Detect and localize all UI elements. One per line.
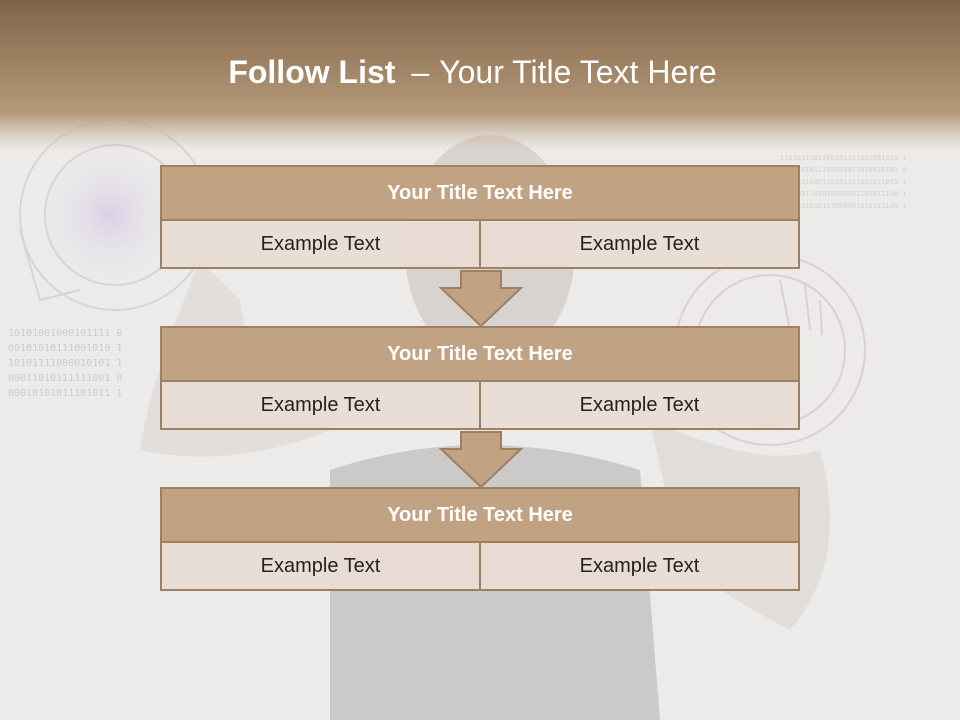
slide-title-dash: – xyxy=(411,54,430,90)
block-cell-left[interactable]: Example Text xyxy=(160,541,481,591)
down-arrow-icon xyxy=(439,431,523,489)
list-block-3: Your Title Text Here Example Text Exampl… xyxy=(160,487,800,591)
binary-line: 00011010111111001 0 xyxy=(8,373,122,384)
block-row: Example Text Example Text xyxy=(160,380,800,430)
block-cell-left[interactable]: Example Text xyxy=(160,219,481,269)
block-row: Example Text Example Text xyxy=(160,541,800,591)
binary-line: 1011101000110101101001011001 1 xyxy=(780,178,906,186)
binary-line: 10101001000101111 0 xyxy=(8,328,122,339)
block-title[interactable]: Your Title Text Here xyxy=(160,165,800,221)
block-title[interactable]: Your Title Text Here xyxy=(160,326,800,382)
slide-title-rest: Your Title Text Here xyxy=(439,54,717,90)
block-cell-right[interactable]: Example Text xyxy=(479,380,800,430)
block-cell-right[interactable]: Example Text xyxy=(479,219,800,269)
binary-line: 10101111000010101 1 xyxy=(8,358,122,369)
binary-line: 00010101011101011 1 xyxy=(8,388,122,399)
header-band xyxy=(0,0,960,150)
list-block-2: Your Title Text Here Example Text Exampl… xyxy=(160,326,800,430)
binary-line: 00101010111001010 1 xyxy=(8,343,122,354)
block-cell-right[interactable]: Example Text xyxy=(479,541,800,591)
binary-line: 0010101011100101011010010101 0 xyxy=(780,166,906,174)
binary-line: 1011011101010100101101011110 1 xyxy=(780,190,906,198)
binary-line: 0011101010101000001010111100 1 xyxy=(780,202,906,210)
binary-line: 1101011101100101101001001010 1 xyxy=(780,154,906,162)
block-row: Example Text Example Text xyxy=(160,219,800,269)
binary-text-right: 1101011101100101101001001010 1 001010101… xyxy=(780,154,906,210)
hand-glow-left xyxy=(30,135,190,295)
binary-text-left: 10101001000101111 0 00101010111001010 1 … xyxy=(8,328,122,399)
slide-title: Follow List–Your Title Text Here xyxy=(0,54,945,91)
slide-title-bold: Follow List xyxy=(228,54,396,90)
list-block-1: Your Title Text Here Example Text Exampl… xyxy=(160,165,800,269)
block-cell-left[interactable]: Example Text xyxy=(160,380,481,430)
block-title[interactable]: Your Title Text Here xyxy=(160,487,800,543)
down-arrow-icon xyxy=(439,270,523,328)
